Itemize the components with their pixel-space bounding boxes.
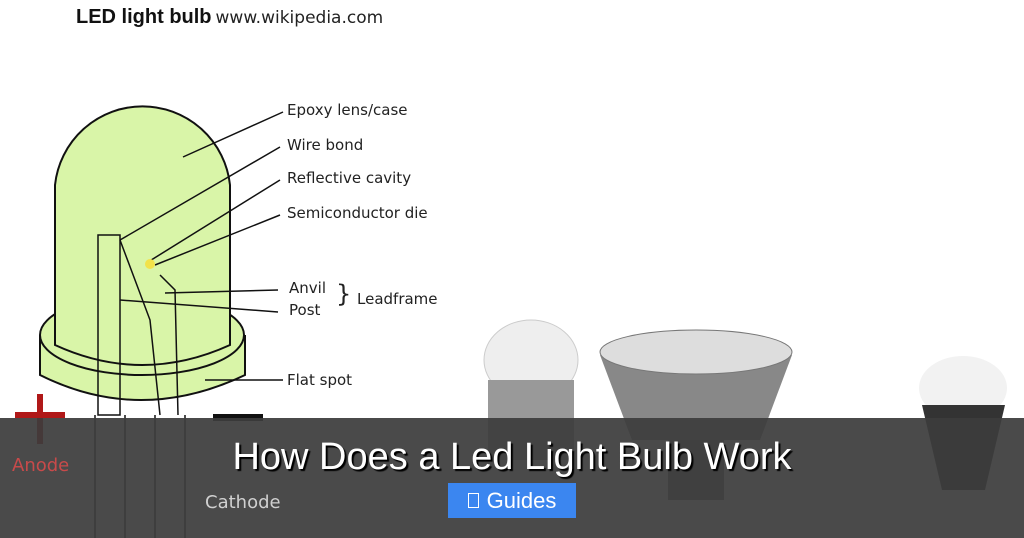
minus-icon [213, 414, 263, 421]
label-epoxy: Epoxy lens/case [287, 101, 408, 119]
brace: } [336, 280, 352, 308]
label-leadframe: Leadframe [357, 290, 438, 308]
label-anode: Anode [12, 455, 70, 476]
header-url: www.wikipedia.com [215, 8, 384, 28]
folder-icon [467, 493, 479, 508]
label-anvil: Anvil [289, 279, 326, 297]
post-title[interactable]: How Does a Led Light Bulb Work [232, 436, 792, 478]
category-label: Guides [486, 487, 557, 513]
label-post: Post [289, 301, 321, 319]
label-wire-bond: Wire bond [287, 136, 364, 154]
label-flat-spot: Flat spot [287, 371, 353, 389]
led-dome [54, 105, 231, 366]
header-title: LED light bulb [76, 6, 212, 28]
label-reflective-cavity: Reflective cavity [287, 169, 412, 187]
label-cathode: Cathode [205, 492, 281, 513]
label-semiconductor-die: Semiconductor die [287, 204, 428, 222]
title-overlay [0, 418, 1024, 538]
category-badge[interactable]: Guides [448, 483, 576, 518]
